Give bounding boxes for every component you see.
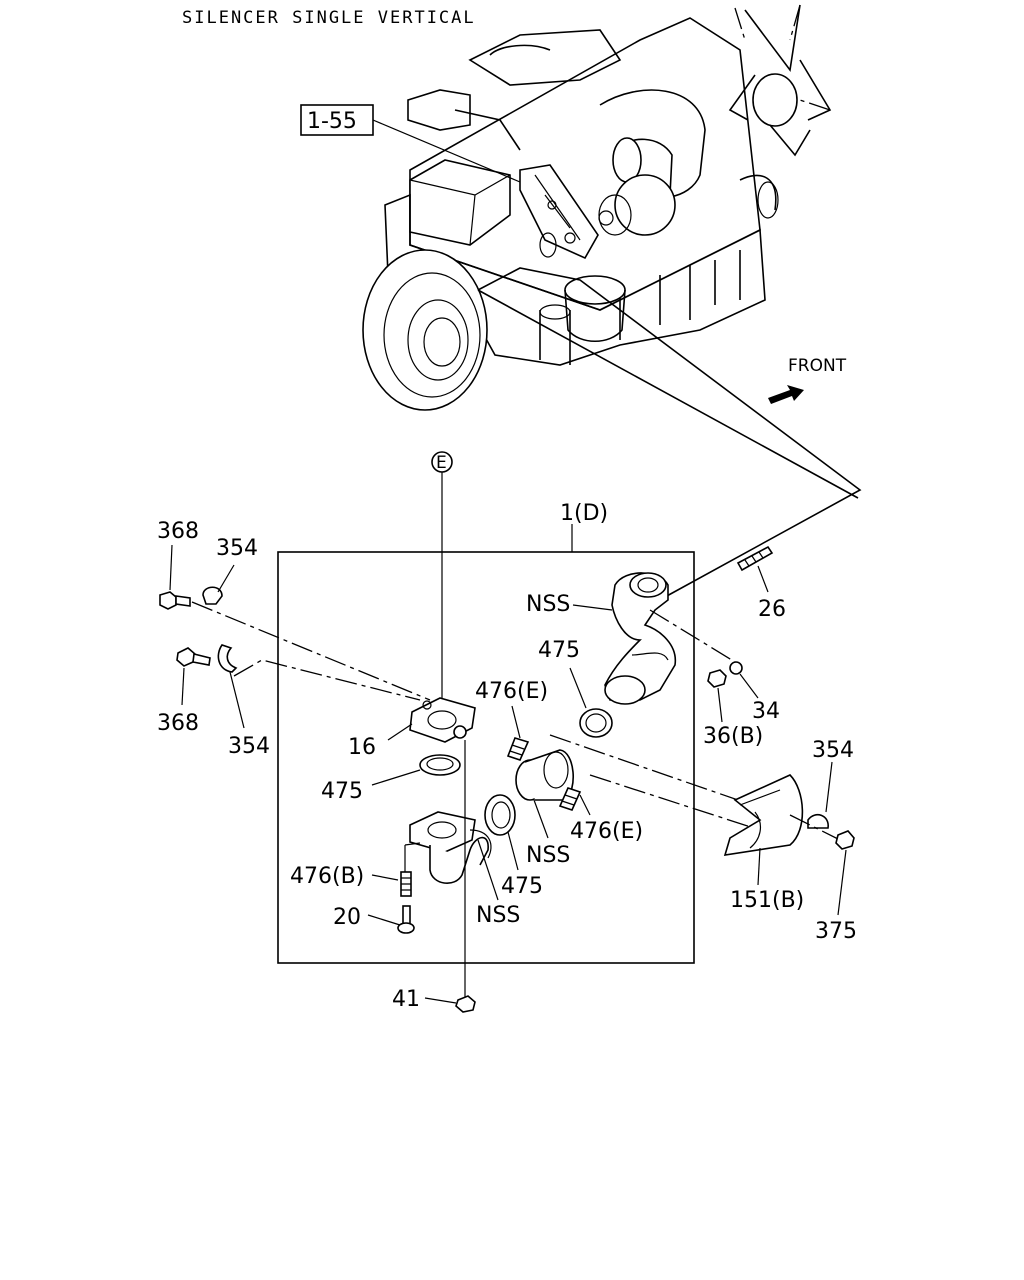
part-labels: 1(D) 368 354 368 354 16 475 476(B) 20 41… [157,501,857,1012]
label-476e-upper: 476(E) [475,679,548,704]
engine-drawing [362,4,832,411]
bolt-icon [159,591,191,610]
label-476b: 476(B) [290,864,364,889]
spring-icon [506,737,530,761]
callout-e: E [431,451,453,700]
gasket-icon [419,754,461,776]
clamp-icon [217,644,238,673]
clamp-icon [807,813,829,829]
heat-shield-part [723,774,804,856]
label-354-bottom: 354 [228,734,270,759]
nut-icon [455,995,476,1013]
ref-box-label: 1-55 [307,109,357,134]
flange-part [409,697,476,743]
label-368-bottom: 368 [157,711,199,736]
ref-box[interactable]: 1-55 [300,104,521,183]
label-41: 41 [392,987,420,1012]
label-36b: 36(B) [703,724,763,749]
label-476e-lower: 476(E) [570,819,643,844]
front-indicator: FRONT [768,356,847,404]
label-375: 375 [815,919,857,944]
pipe-icon [515,749,575,801]
label-354-top: 354 [216,536,258,561]
gasket-icon [579,708,613,738]
label-354-right: 354 [812,738,854,763]
label-368-top: 368 [157,519,199,544]
label-475-middle: 475 [501,874,543,899]
pipe-icon [409,811,492,884]
gasket-icon [484,794,516,836]
label-34: 34 [752,699,780,724]
label-26: 26 [758,597,786,622]
nut-icon [835,830,855,850]
bolt-icon [397,905,415,934]
clamp-icon [202,586,223,605]
label-475-right: 475 [538,638,580,663]
bolt-icon [176,647,211,667]
label-assy: 1(D) [560,501,608,526]
label-20: 20 [333,905,361,930]
spring-icon [558,787,582,811]
nut-icon [707,669,727,688]
diagram-title: SILENCER SINGLE VERTICAL [182,8,476,28]
front-label: FRONT [788,356,847,376]
label-nss-top: NSS [526,592,570,617]
connection-line [477,267,862,598]
assembly-box [277,524,695,964]
label-151b: 151(B) [730,888,804,913]
label-16: 16 [348,735,376,760]
label-475-left: 475 [321,779,363,804]
callout-e-label: E [436,453,447,473]
spring-icon [400,871,412,897]
label-nss-mid: NSS [526,843,570,868]
washer-part [729,661,743,675]
stud-part [736,545,774,572]
label-nss-low: NSS [476,903,520,928]
fan [728,4,832,157]
pipe-icon [604,572,676,705]
arrow-icon [768,385,804,404]
